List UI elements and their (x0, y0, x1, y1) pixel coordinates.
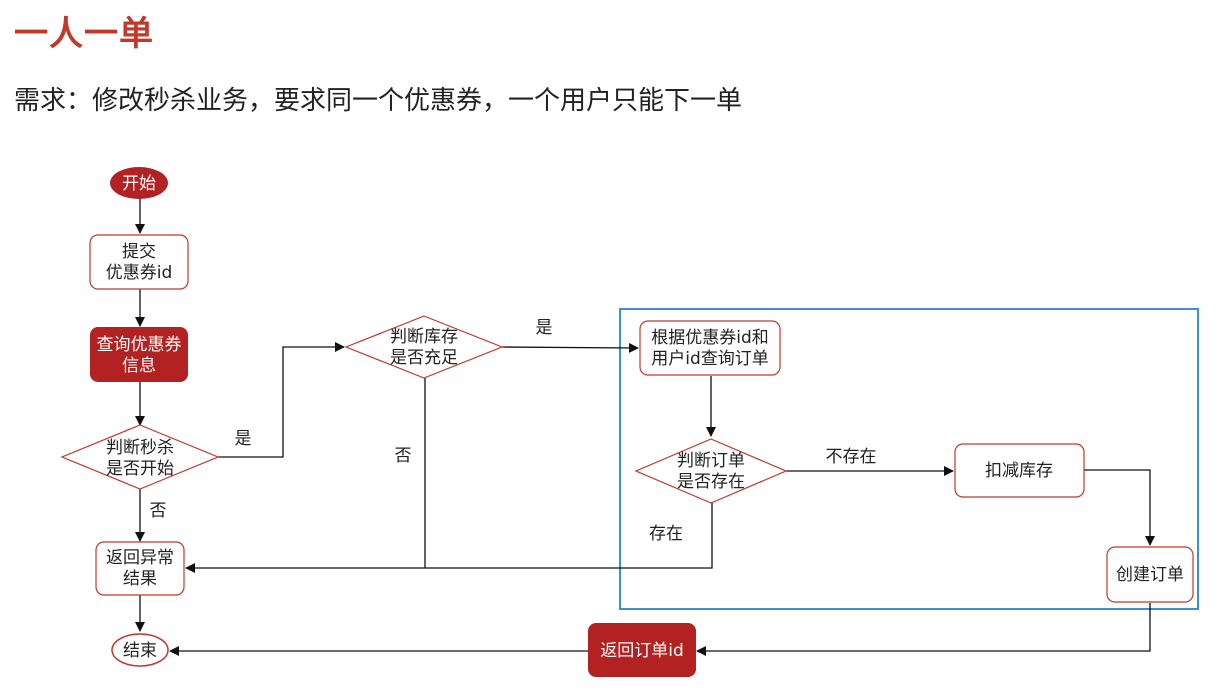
svg-text:是否存在: 是否存在 (677, 472, 745, 492)
query-order-node: 根据优惠券id和 用户id查询订单 (639, 320, 781, 376)
svg-text:是否充足: 是否充足 (390, 348, 458, 368)
create-order-node: 创建订单 (1106, 546, 1194, 603)
highlight-frame (619, 308, 1199, 610)
svg-text:优惠券id: 优惠券id (106, 263, 173, 283)
svg-text:返回订单id: 返回订单id (600, 641, 684, 661)
label-order-exist: 存在 (649, 524, 683, 544)
label-order-not-exist: 不存在 (826, 447, 877, 467)
check-stock-decision: 判断库存 是否充足 (344, 315, 504, 379)
return-error-node: 返回异常 结果 (95, 541, 185, 596)
edge-stock-no (185, 378, 426, 573)
edge-deduct-create (1084, 469, 1155, 546)
label-stock-yes: 是 (536, 318, 553, 338)
label-start-yes: 是 (235, 429, 252, 449)
svg-text:判断库存: 判断库存 (390, 327, 458, 347)
svg-text:结果: 结果 (123, 569, 157, 589)
svg-text:判断秒杀: 判断秒杀 (106, 438, 174, 458)
svg-text:结束: 结束 (123, 641, 157, 661)
label-stock-no: 否 (395, 446, 412, 466)
svg-text:是否开始: 是否开始 (106, 459, 174, 479)
svg-text:查询优惠券: 查询优惠券 (97, 335, 182, 355)
svg-text:创建订单: 创建订单 (1116, 565, 1184, 585)
svg-text:根据优惠券id和: 根据优惠券id和 (651, 328, 769, 348)
svg-text:开始: 开始 (122, 174, 156, 194)
requirement-text: 需求：修改秒杀业务，要求同一个优惠券，一个用户只能下一单 (14, 86, 743, 116)
submit-coupon-node: 提交 优惠券id (89, 234, 189, 290)
svg-text:返回异常: 返回异常 (106, 548, 174, 568)
edge-start-yes (218, 342, 345, 458)
check-order-decision: 判断订单 是否存在 (634, 438, 788, 504)
end-node: 结束 (111, 633, 169, 667)
svg-text:信息: 信息 (122, 356, 156, 376)
start-node: 开始 (110, 167, 168, 199)
svg-text:提交: 提交 (122, 242, 156, 262)
query-coupon-node: 查询优惠券 信息 (90, 327, 188, 382)
deduct-stock-node: 扣减库存 (954, 443, 1085, 498)
svg-text:判断订单: 判断订单 (677, 451, 745, 471)
return-order-id-node: 返回订单id (588, 623, 696, 677)
edge-create-return (696, 603, 1151, 656)
edge-order-exist (425, 503, 713, 569)
check-start-decision: 判断秒杀 是否开始 (60, 424, 220, 490)
page-title: 一人一单 (14, 14, 154, 54)
label-start-no: 否 (150, 501, 167, 521)
edge-stock-yes (501, 342, 639, 353)
svg-text:扣减库存: 扣减库存 (985, 461, 1053, 481)
svg-text:用户id查询订单: 用户id查询订单 (651, 349, 769, 369)
